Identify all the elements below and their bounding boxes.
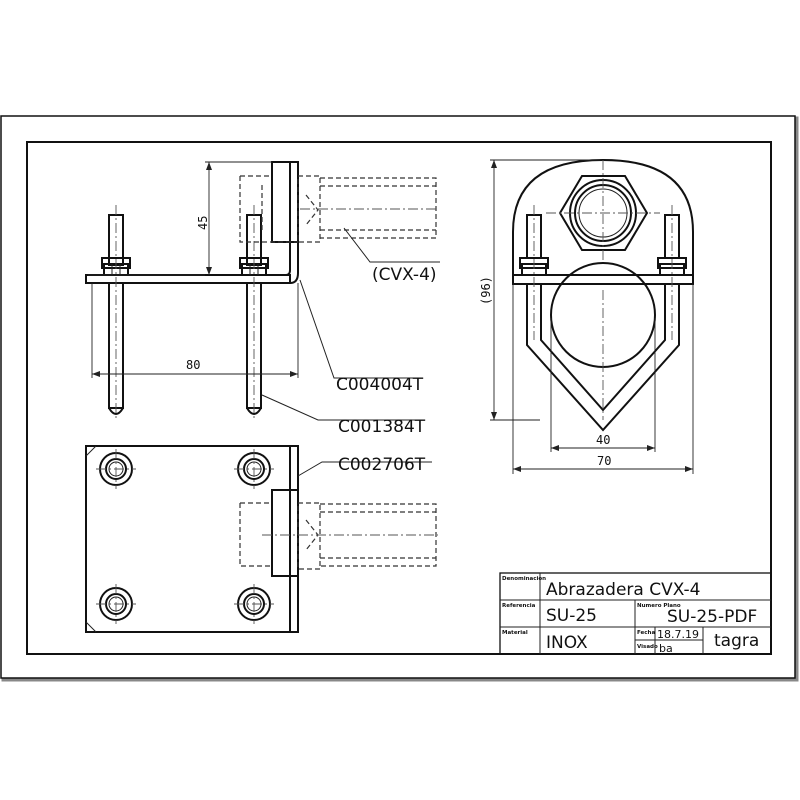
tb-material-value: INOX — [546, 633, 588, 653]
top-hidden-mast — [239, 502, 438, 570]
tb-denominacion-label: Denominacion — [502, 576, 546, 582]
front-view: 45 80 — [85, 161, 438, 420]
label-cvx4: (CVX-4) — [372, 265, 437, 285]
dimension-45 — [88, 161, 272, 276]
tb-numero-plano-label: Numero Plano — [637, 603, 681, 609]
tb-referencia-label: Referencia — [502, 603, 536, 609]
dim-label-45: 45 — [196, 216, 210, 230]
front-ubolt-leg-right — [239, 205, 269, 420]
top-view — [85, 445, 438, 633]
tb-referencia-value: SU-25 — [546, 606, 597, 626]
dimension-70 — [512, 284, 694, 474]
side-ubolt — [519, 205, 687, 432]
tb-denominacion-value: Abrazadera CVX-4 — [546, 580, 700, 600]
front-hidden-mast — [239, 175, 438, 243]
side-base-plate — [512, 274, 694, 285]
tb-fecha-label: Fecha — [637, 630, 655, 636]
tb-numero-plano-value: SU-25-PDF — [667, 607, 757, 627]
label-c004004t: C004004T — [336, 375, 424, 395]
dim-label-96: (96) — [479, 276, 493, 305]
tb-visado-label: Visado — [637, 644, 658, 650]
tb-material-label: Material — [502, 630, 528, 636]
hole-tl — [96, 449, 136, 489]
top-plate-outline — [85, 445, 299, 633]
dimension-80 — [91, 283, 299, 378]
hole-tr — [234, 449, 274, 489]
leaders — [261, 227, 440, 477]
tb-brand: tagra — [714, 631, 759, 651]
side-mast-hex — [546, 160, 660, 260]
sheet-border — [0, 115, 796, 679]
label-c001384t: C001384T — [338, 417, 426, 437]
side-view: (96) 40 70 — [479, 158, 694, 474]
front-ubolt-leg-left — [101, 205, 131, 420]
hole-bl — [96, 584, 136, 624]
tb-fecha-value: 18.7.19 — [657, 628, 699, 641]
dim-label-80: 80 — [186, 358, 200, 372]
dim-label-70: 70 — [597, 454, 611, 468]
title-block — [499, 572, 772, 655]
front-nut-plate — [271, 161, 299, 243]
dimension-40 — [550, 318, 656, 452]
hole-br — [234, 584, 274, 624]
tb-visado-value: ba — [659, 642, 673, 655]
label-c002706t: C002706T — [338, 455, 426, 475]
dimension-96 — [490, 159, 600, 421]
dim-label-40: 40 — [596, 433, 610, 447]
drawing-frame — [26, 141, 772, 655]
